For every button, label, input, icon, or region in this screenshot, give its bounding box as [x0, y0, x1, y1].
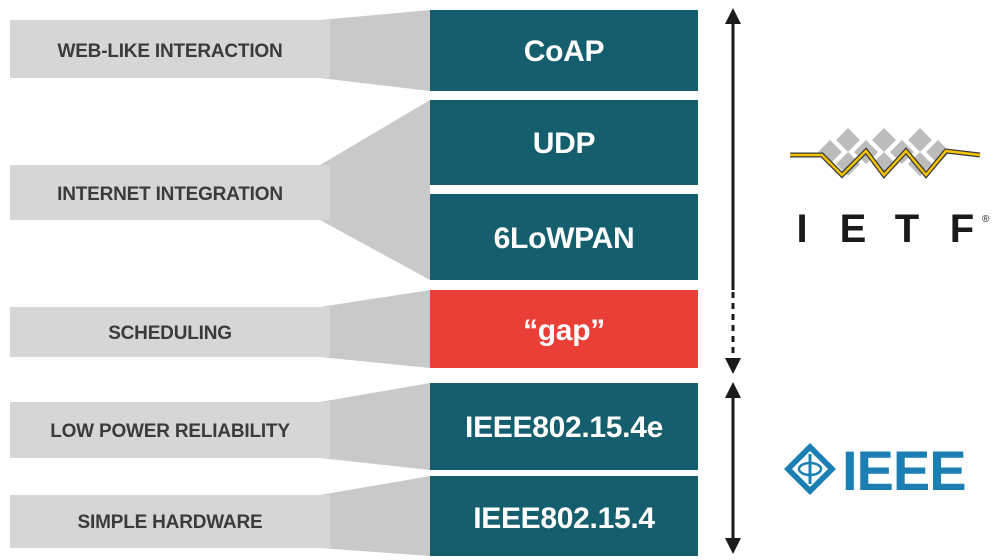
label-box-web [10, 20, 330, 78]
label-low-power: LOW POWER RELIABILITY [50, 421, 290, 442]
layer-udp: UDP [533, 127, 595, 160]
ietf-zigzag-line [790, 149, 981, 177]
layer-box-udp [430, 100, 698, 185]
label-box-internet [10, 165, 330, 220]
ietf-letter-e: E [840, 207, 867, 251]
ietf-scope-arrow [725, 8, 741, 374]
label-box-low-power [10, 402, 330, 458]
layer-box-802-15-4e [430, 383, 698, 470]
ieee-scope-arrow [725, 382, 741, 554]
label-box-scheduling [10, 307, 330, 357]
ietf-letter-i: I [796, 207, 807, 251]
layer-stack: CoAP UDP 6LoWPAN “gap” IEEE802.15.4e IEE… [430, 10, 698, 556]
ietf-arrow-head-up [725, 8, 741, 24]
ieee-logo: IEEE [784, 439, 967, 502]
ietf-arrow-head-down [725, 358, 741, 374]
connector-low-power [320, 383, 430, 470]
layer-box-gap [430, 290, 698, 368]
connectors [320, 10, 430, 556]
label-scheduling: SCHEDULING [108, 323, 232, 344]
label-box-hardware [10, 495, 330, 548]
ieee-diamond-icon [784, 443, 836, 495]
layer-box-coap [430, 10, 698, 91]
layer-box-802-15-4 [430, 476, 698, 556]
layer-802-15-4: IEEE802.15.4 [473, 502, 655, 535]
layer-802-15-4e: IEEE802.15.4e [465, 411, 663, 444]
ieee-arrow-head-up [725, 382, 741, 398]
ietf-logo: I E T F ® [790, 128, 990, 251]
connector-web [320, 10, 430, 91]
layer-box-6lowpan [430, 194, 698, 280]
ietf-letter-f: F [950, 207, 974, 251]
ietf-letter-t: T [895, 207, 919, 251]
label-web: WEB-LIKE INTERACTION [57, 41, 282, 62]
label-internet: INTERNET INTEGRATION [57, 184, 283, 205]
ietf-registered-mark: ® [982, 214, 990, 225]
connector-scheduling [320, 290, 430, 368]
layer-6lowpan: 6LoWPAN [494, 222, 635, 255]
label-hardware: SIMPLE HARDWARE [78, 512, 263, 533]
connector-hardware [320, 476, 430, 556]
ieee-arrow-head-down [725, 538, 741, 554]
layer-gap: “gap” [523, 314, 605, 347]
connector-internet [320, 100, 430, 280]
ieee-wordmark: IEEE [842, 439, 966, 502]
layer-coap: CoAP [524, 35, 604, 68]
left-labels: WEB-LIKE INTERACTION INTERNET INTEGRATIO… [10, 20, 330, 548]
